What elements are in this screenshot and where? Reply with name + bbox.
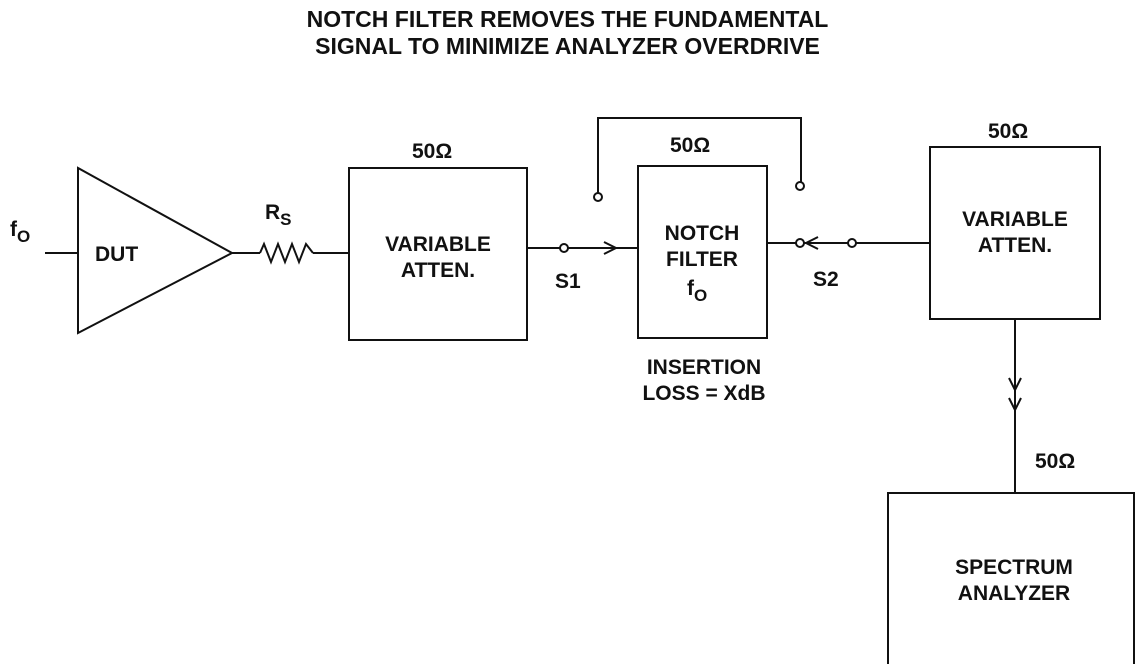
s1-label: S1 [555,270,581,293]
atten-1-label-line1: VARIABLE [385,233,491,256]
signal-arrow-1 [1008,377,1022,393]
signal-arrow-2 [1008,397,1022,413]
bypass-wire [597,117,802,193]
analyzer-impedance: 50Ω [1035,450,1075,473]
analyzer-label-line2: ANALYZER [958,582,1070,605]
insertion-loss-line2: LOSS = XdB [642,382,765,405]
rs-label: RS [265,201,292,229]
analyzer-label-line1: SPECTRUM [955,556,1073,579]
bypass-impedance: 50Ω [670,134,710,157]
variable-atten-1-box [348,167,528,341]
dut-label: DUT [95,243,138,266]
input-label: fO [10,218,30,246]
title-line-2: SIGNAL TO MINIMIZE ANALYZER OVERDRIVE [315,33,820,59]
atten-2-impedance: 50Ω [988,120,1028,143]
s2-label: S2 [813,268,839,291]
atten-2-label-line1: VARIABLE [962,208,1068,231]
diagram-title: NOTCH FILTER REMOVES THE FUNDAMENTAL SIG… [0,6,1135,60]
s2-arrow [803,236,819,250]
dut-amplifier [77,166,235,335]
s1-bypass-contact [593,192,603,202]
atten-2-label-line2: ATTEN. [978,234,1052,257]
s2-bypass-contact [795,181,805,191]
insertion-loss-line1: INSERTION [647,356,761,379]
atten-1-label-line2: ATTEN. [401,259,475,282]
atten-1-impedance: 50Ω [412,140,452,163]
variable-atten-2-box [929,146,1101,320]
notch-frequency-label: fO [687,277,707,305]
notch-label-line1: NOTCH [665,222,740,245]
notch-filter-box [637,165,768,339]
title-line-1: NOTCH FILTER REMOVES THE FUNDAMENTAL [306,6,829,32]
notch-label-line2: FILTER [666,248,738,271]
spectrum-analyzer-box [887,492,1135,664]
s2-contact-filter [795,238,805,248]
rs-resistor [259,241,314,265]
s1-contact-common [559,243,569,253]
s2-contact-common [847,238,857,248]
s1-arrow [603,241,619,255]
